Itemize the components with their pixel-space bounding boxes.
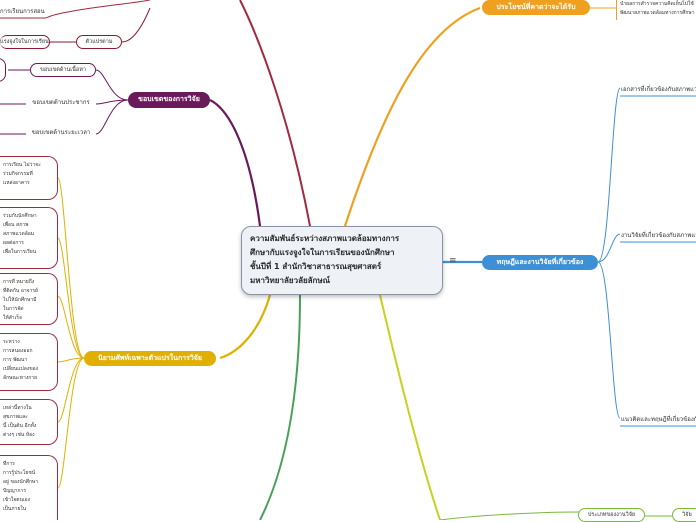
definition-box-4[interactable]: ระหว่าง การสนองออก การ พัฒนา เปลี่ยนแปลง… [0,333,58,391]
definition-3-line-1: การที่ หมายถึง [3,279,35,285]
definition-2-line-2: เพื่อน สภาพ [3,222,29,228]
central-topic-node[interactable]: ความสัมพันธ์ระหว่างสภาพแวดล้อมทางการ ศึก… [241,226,443,295]
scope-item-population[interactable]: ขอบเขตด้านประชากร [32,99,90,106]
definition-3-line-4: ในการจัด [3,306,24,312]
definition-6-line-5: เข้าใจตนเอง [3,497,31,503]
theory-item-research[interactable]: งานวิจัยที่เกี่ยวข้องกับสภาพแวดล้อม [621,232,696,239]
definition-4-line-1: ระหว่าง [3,339,20,345]
definition-3-line-3: ไปให้นักศึกษามี [3,297,37,303]
definition-6-line-6: เป็นภายใน [3,506,27,512]
definition-4-line-3: การ พัฒนา [3,357,28,363]
central-topic-line-2: ศึกษากับแรงจูงใจในการเรียนของนักศึกษา [250,248,395,257]
definition-box-2[interactable]: ร่วมกับนักศึกษา เพื่อน สภาพ สภาพแวดล้อม … [0,207,58,269]
scope-item-content[interactable]: ขอบเขตด้านเนื้อหา [30,63,96,77]
branch-definitions[interactable]: นิยามศัพท์เฉพาะตัวแปรในการวิจัย [84,351,216,366]
definition-5-line-4: ต่างๆ เช่น ห้อง [3,432,35,438]
motivation-item[interactable]: แรงจูงใจในการเรียน [0,35,50,49]
definition-4-line-5: ลักษณะทางกาย [3,375,38,381]
definition-1-line-1: การเรียน ไม่ว่าจะ [3,162,41,168]
definition-box-5[interactable]: เหล่านี้ทางใน สุขภาพและ นี้ เป็นต้น อีกท… [0,399,58,445]
central-topic-line-1: ความสัมพันธ์ระหว่างสภาพแวดล้อมทางการ [250,234,400,243]
top-left-teaching-item[interactable]: การเรียนการสอน [0,8,45,15]
definition-1-line-3: แหล่งอาคาร [3,180,30,186]
definition-5-line-1: เหล่านี้ทางใน [3,405,32,411]
definition-6-line-3: อยู่ ของนักศึกษา [3,479,39,485]
definition-1-line-2: ร่วมกิจกรรมที่ [3,171,33,177]
definition-2-line-5: เพื่อในการเรียน [3,249,37,255]
definition-2-line-4: ผลต่อการ [3,240,24,246]
definition-5-line-2: สุขภาพและ [3,414,28,420]
definition-5-line-3: นี้ เป็นต้น อีกทั้ง [3,423,37,429]
definition-6-line-2: การรู้ประโยชน์ [3,470,36,476]
definition-4-line-4: เปลี่ยนแปลงของ [3,366,39,372]
definition-3-line-5: ให้สำเร็จ [3,315,22,321]
central-topic-line-3: ชั้นปีที่ 1 สำนักวิชาสาธารณสุขศาสตร์ [250,262,382,271]
definition-box-6[interactable]: ที่การ การรู้ประโยชน์ อยู่ ของนักศึกษา ป… [0,455,58,520]
theory-item-concepts[interactable]: แนวคิดและทฤษฎีที่เกี่ยวข้องกับแรงจูงใจ [621,416,696,423]
definition-box-3[interactable]: การที่ หมายถึง ที่ติดกัน อาจารย์ ไปให้นั… [0,273,58,325]
theory-item-documents[interactable]: เอกสารที่เกี่ยวข้องกับสภาพแวดล้อม [621,86,696,93]
scope-item-duration[interactable]: ขอบเขตด้านระยะเวลา [31,129,91,136]
branch-scope[interactable]: ขอบเขตของการวิจัย [128,92,210,108]
hamburger-menu-icon[interactable]: ≡ [449,256,457,266]
definition-6-line-1: ที่การ [3,461,15,467]
benefits-detail-line-2: พัฒนาสภาพแวดล้อมทางการศึกษา [620,10,695,16]
definition-2-line-1: ร่วมกับนักศึกษา [3,213,37,219]
definition-2-line-3: สภาพแวดล้อม [3,231,35,237]
branch-theory[interactable]: ทฤษฎีและงานวิจัยที่เกี่ยวข้อง [482,255,598,270]
definition-box-1[interactable]: การเรียน ไม่ว่าจะ ร่วมกิจกรรมที่ แหล่งอา… [0,156,58,200]
dependent-variable-node[interactable]: ตัวแปรตาม [76,35,122,49]
benefits-detail-line-1: นำผลการสำรวจความคิดเห็นไปใช้ [620,1,694,7]
benefits-detail[interactable]: นำผลการสำรวจความคิดเห็นไปใช้ พัฒนาสภาพแว… [616,0,696,20]
central-topic-line-4: มหาวิทยาลัยวลัยลักษณ์ [250,276,331,285]
branch-benefits[interactable]: ประโยชน์ที่คาดว่าจะได้รับ [482,0,590,15]
definition-4-line-2: การสนองออก [3,348,33,354]
definition-3-line-2: ที่ติดกัน อาจารย์ [3,288,38,294]
definition-6-line-4: ปัญญาการ [3,488,27,494]
